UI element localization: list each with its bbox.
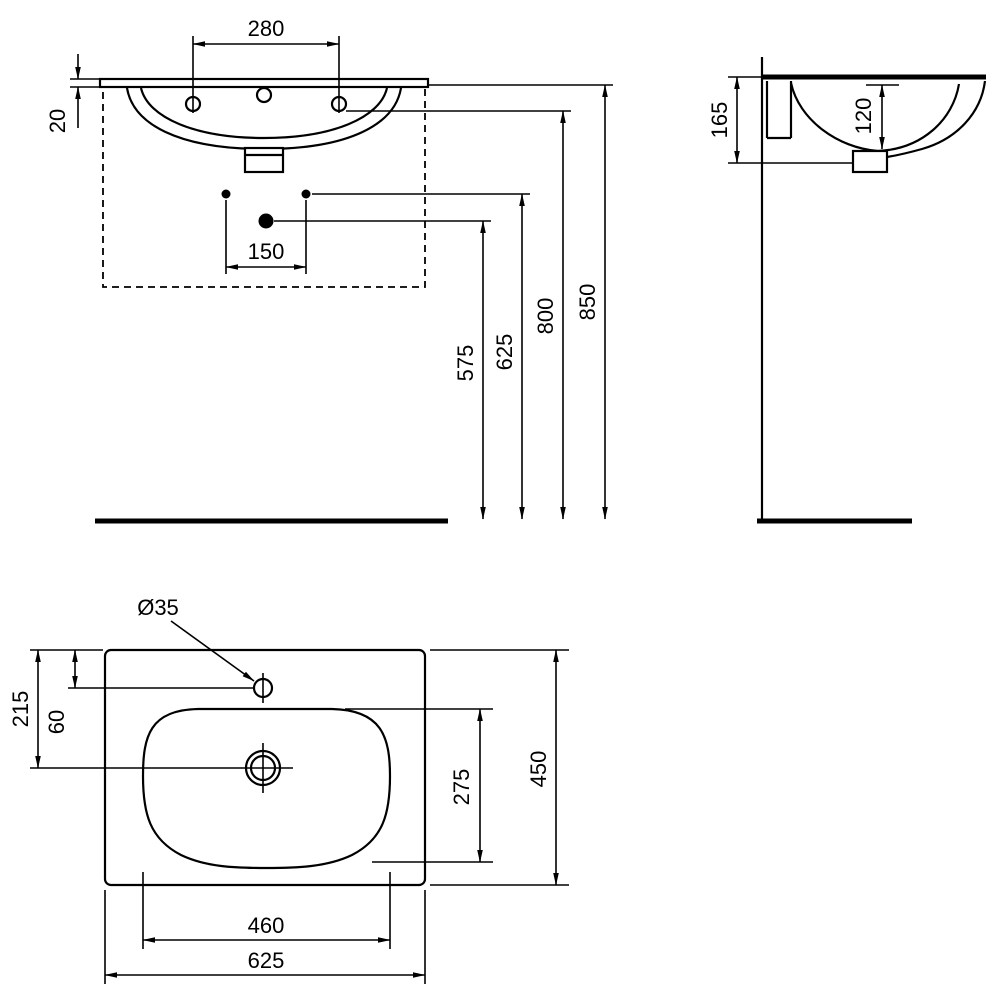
dim-rim-thickness: 20	[45, 54, 99, 133]
fixing-hole-left	[221, 189, 231, 199]
dim-150-label: 150	[248, 239, 285, 264]
dim-165-label: 165	[707, 102, 732, 139]
dim-215-label: 215	[8, 691, 33, 728]
drain-inner	[249, 754, 277, 782]
plan-view: Ø35 215 60 450 275	[8, 595, 569, 984]
dim-120-label: 120	[851, 98, 876, 135]
dim-dia35-label: Ø35	[137, 595, 179, 620]
dim-bowl-extent: 275	[345, 708, 493, 863]
waste-fitting-side	[851, 149, 889, 174]
dim-heights: 575 625 800 850	[274, 84, 613, 520]
dim-20-label: 20	[45, 109, 70, 133]
waste-outlet-dot	[258, 213, 274, 229]
dim-280-label: 280	[248, 16, 285, 41]
dim-800-label: 800	[533, 298, 558, 335]
dim-front-depth: 165	[707, 76, 852, 164]
dim-625-label: 625	[248, 948, 285, 973]
dim-tap-hole-diameter: Ø35	[137, 595, 255, 682]
dim-275-label: 275	[449, 769, 474, 806]
bowl-inner-curve	[139, 87, 389, 140]
dim-fixing-hole-spacing: 150	[225, 200, 307, 274]
drain-outer	[244, 749, 282, 787]
dim-575-label: 575	[453, 345, 478, 382]
dim-460-label: 460	[248, 913, 285, 938]
overflow-hole	[255, 86, 273, 104]
dim-waste-setback: 215	[8, 649, 103, 769]
dim-bowl-depth: 120	[851, 84, 899, 150]
dim-overall-width: 625	[104, 890, 426, 984]
bowl-outline-plan	[141, 707, 392, 870]
bowl-section-outer	[878, 80, 987, 160]
front-view: 280 20 150 575 625	[45, 16, 613, 524]
waste-fitting	[243, 146, 285, 174]
dim-overall-depth: 450	[430, 649, 569, 886]
dim-bowl-width: 460	[142, 872, 391, 949]
dim-850-label: 850	[575, 284, 600, 321]
dim-tap-hole-spacing: 280	[192, 16, 340, 113]
side-view: 165 120	[707, 57, 987, 524]
dim-60-label: 60	[44, 710, 69, 734]
dim-tap-hole-setback: 60	[44, 649, 78, 734]
basin-rim	[98, 77, 430, 89]
dim-625-label: 625	[492, 334, 517, 371]
fixing-hole-right	[301, 189, 311, 199]
dim-450-label: 450	[526, 751, 551, 788]
